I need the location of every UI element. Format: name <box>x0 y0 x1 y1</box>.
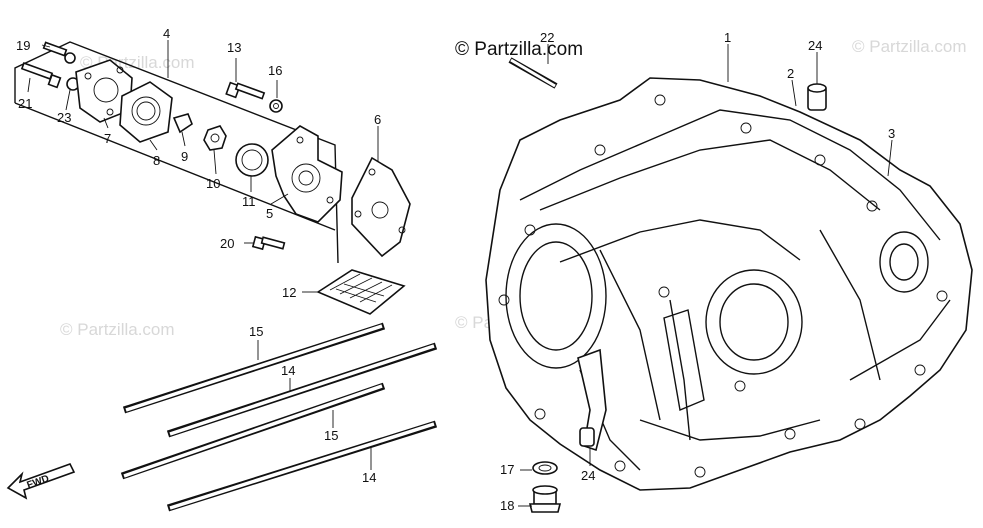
washer-16 <box>269 99 283 113</box>
stud-22 <box>508 57 558 89</box>
callout-21: 21 <box>18 96 32 111</box>
callout-8: 8 <box>153 153 160 168</box>
stud-14b <box>166 420 438 512</box>
callout-9: 9 <box>181 149 188 164</box>
callout-14a: 14 <box>281 363 295 378</box>
callout-15b: 15 <box>324 428 338 443</box>
stud-bolts <box>120 322 438 512</box>
stud-15b <box>120 382 386 480</box>
callout-5: 5 <box>266 206 273 221</box>
bolt-20 <box>251 235 286 251</box>
gasket-8 <box>119 81 173 143</box>
crankcase-1 <box>485 77 973 491</box>
outer-rotor-11 <box>235 143 269 177</box>
bolt-21 <box>20 62 62 89</box>
watermark: © Partzilla.com <box>852 37 967 56</box>
washer-17 <box>532 461 558 475</box>
callout-22: 22 <box>540 30 554 45</box>
callout-12: 12 <box>282 285 296 300</box>
stud-14a <box>166 342 438 438</box>
pump-plate-6 <box>351 156 411 258</box>
callout-10: 10 <box>206 176 220 191</box>
callout-24a: 24 <box>808 38 822 53</box>
oil-screen-12 <box>316 269 406 315</box>
callout-6: 6 <box>374 112 381 127</box>
dowel-pin-24-top <box>807 83 827 111</box>
callout-24b: 24 <box>581 468 595 483</box>
pump-shaft-9 <box>172 113 193 134</box>
oil-pump-group <box>14 41 343 264</box>
callouts: 4 19 21 23 7 8 9 10 11 5 13 16 6 20 12 1… <box>16 26 895 513</box>
fwd-arrow: FWD <box>6 463 76 500</box>
dowel-pin-24-bottom <box>579 427 595 447</box>
drain-bolt-18 <box>528 485 562 513</box>
inner-rotor-10 <box>203 125 227 151</box>
callout-19: 19 <box>16 38 30 53</box>
callout-13: 13 <box>227 40 241 55</box>
callout-23: 23 <box>57 110 71 125</box>
copyright-text: © Partzilla.com <box>455 39 583 60</box>
callout-7: 7 <box>104 131 111 146</box>
bolt-19 <box>42 41 76 64</box>
leader-lines <box>27 40 893 507</box>
callout-20: 20 <box>220 236 234 251</box>
callout-16: 16 <box>268 63 282 78</box>
callout-4: 4 <box>163 26 170 41</box>
callout-17: 17 <box>500 462 514 477</box>
pump-body-5 <box>271 125 343 223</box>
callout-18: 18 <box>500 498 514 513</box>
bolt-13 <box>225 81 266 100</box>
stud-15a <box>122 322 386 414</box>
fwd-label: FWD <box>25 473 50 491</box>
watermark: © Partzilla.com <box>60 320 175 339</box>
group-outline-bottom <box>14 102 336 231</box>
callout-3: 3 <box>888 126 895 141</box>
lever-bracket <box>577 348 607 452</box>
callout-11: 11 <box>242 194 256 209</box>
callout-14b: 14 <box>362 470 376 485</box>
callout-15a: 15 <box>249 324 263 339</box>
callout-1: 1 <box>724 30 731 45</box>
callout-2: 2 <box>787 66 794 81</box>
